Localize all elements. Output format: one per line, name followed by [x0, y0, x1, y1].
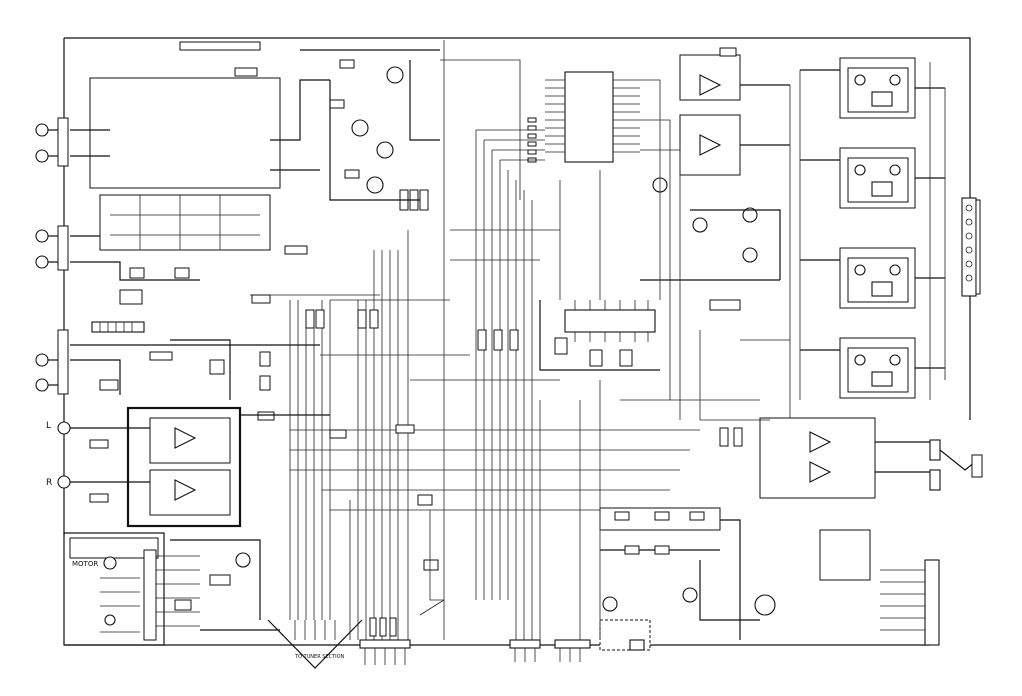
speaker-connector: [961, 197, 981, 297]
motor-switch-block: MOTOR: [63, 532, 200, 646]
connector-strip: [91, 321, 145, 333]
headphone-jack-right: [759, 417, 983, 499]
amp-channel-4: [800, 337, 945, 399]
top-center-network: [179, 41, 440, 201]
head-amp-block: [70, 67, 330, 189]
motor-label: MOTOR: [72, 560, 98, 568]
amp-channel-1: [800, 57, 945, 119]
left-channel-label: L: [46, 421, 51, 431]
bottom-connectors: [359, 617, 591, 665]
input-jacks-left: [35, 117, 71, 489]
tuner-section-label: TO TUNER SECTION: [294, 654, 345, 660]
middle-ic: [539, 300, 660, 371]
headphone-amp-block: [70, 406, 330, 528]
motor-drive-block: [170, 539, 280, 631]
stage-3-block: [70, 339, 320, 400]
amp-channel-2: [800, 147, 945, 209]
stage-2-block: [70, 194, 308, 305]
misc-wiring: [349, 59, 790, 640]
power-supply: [599, 507, 940, 651]
amp-channel-3: [800, 247, 945, 309]
amp-channel-buses: [789, 62, 946, 420]
horizontal-bus: [250, 294, 700, 511]
main-ic: [476, 71, 640, 163]
right-channel-label: R: [46, 478, 52, 488]
tuner-connector: TO TUNER SECTION: [267, 619, 363, 669]
opamp-section: [640, 47, 790, 311]
